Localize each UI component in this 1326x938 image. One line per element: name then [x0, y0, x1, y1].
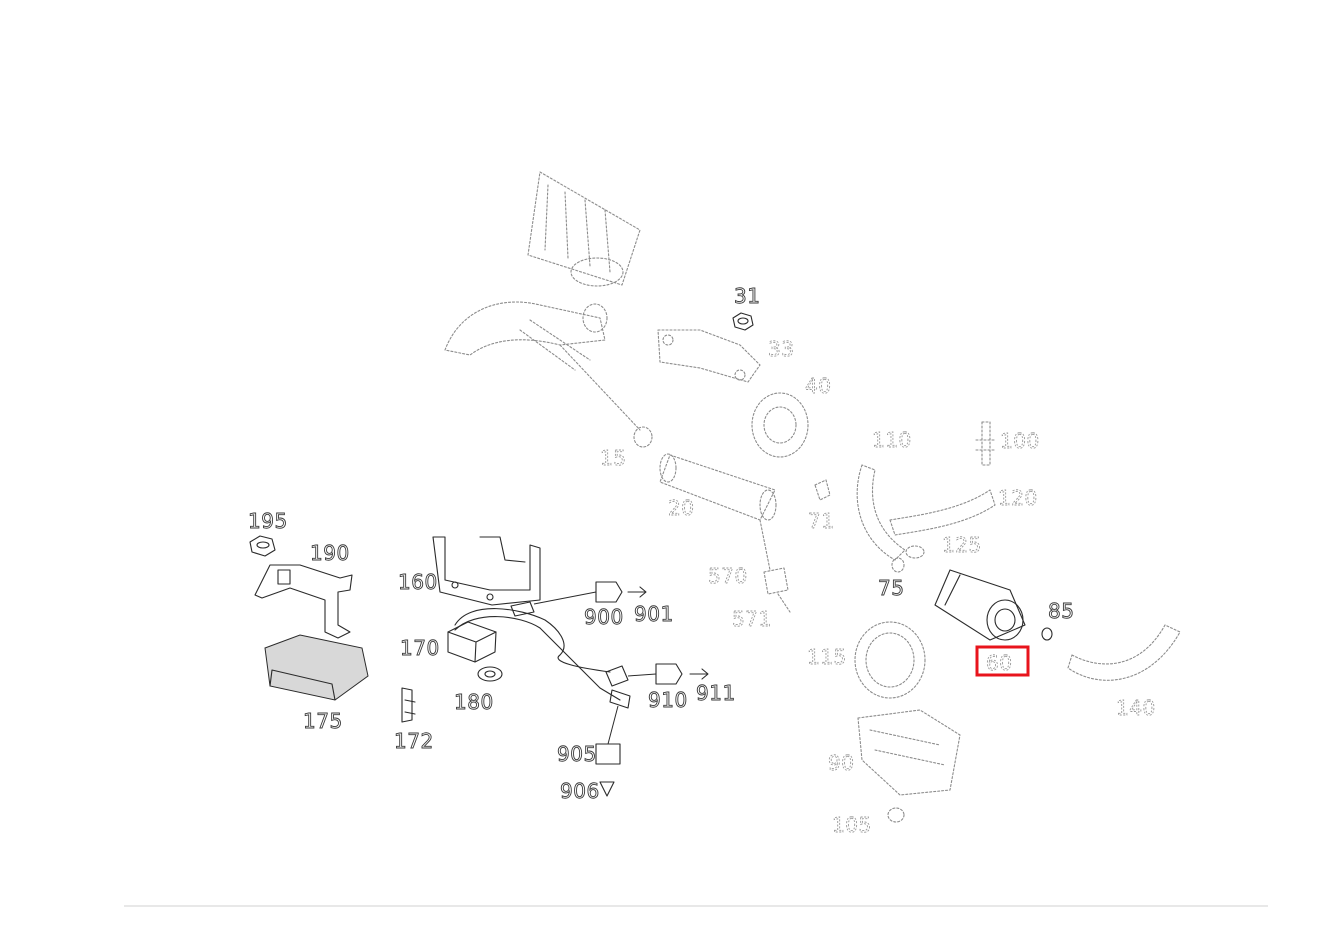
callout-571[interactable]: 571 [732, 607, 772, 632]
callout-175[interactable]: 175 [303, 709, 343, 734]
callout-901[interactable]: 901 [634, 602, 674, 627]
callout-195[interactable]: 195 [248, 509, 288, 534]
part-175-pad [264, 634, 369, 701]
part-90-pump-housing [857, 709, 961, 796]
callout-125[interactable]: 125 [942, 533, 982, 558]
callout-20[interactable]: 20 [668, 496, 695, 521]
part-190-bracket [254, 564, 353, 639]
part-100-fitting [975, 421, 997, 466]
part-570-connector [759, 519, 789, 595]
part-140-hose [1067, 624, 1181, 681]
callout-31[interactable]: 31 [734, 284, 761, 309]
callout-100[interactable]: 100 [1000, 429, 1040, 454]
part-60-fuel-pump [934, 569, 1026, 641]
callout-120[interactable]: 120 [998, 486, 1038, 511]
part-901-pin [627, 586, 647, 598]
callout-140[interactable]: 140 [1116, 696, 1156, 721]
part-170-module [447, 621, 497, 663]
part-195-nut [249, 535, 276, 557]
part-115-ring [854, 621, 926, 699]
callout-905[interactable]: 905 [557, 742, 597, 767]
part-906-pin [599, 781, 615, 797]
part-125-clamp [905, 545, 925, 559]
callout-85[interactable]: 85 [1048, 599, 1075, 624]
callout-570[interactable]: 570 [708, 564, 748, 589]
part-911-pin [689, 668, 709, 680]
part-85-seal [1041, 627, 1053, 641]
part-900-connector [533, 581, 623, 605]
callout-190[interactable]: 190 [310, 541, 350, 566]
callout-labels: 31 33 40 15 20 71 570 571 110 100 120 12… [248, 284, 1156, 838]
callout-115[interactable]: 115 [807, 645, 847, 670]
part-910-connector [627, 663, 683, 685]
part-571-terminal [777, 593, 791, 613]
callout-110[interactable]: 110 [872, 428, 912, 453]
part-40-collar [751, 392, 809, 458]
part-905-connector [595, 705, 621, 765]
part-33-bracket [657, 329, 761, 383]
callout-71[interactable]: 71 [808, 509, 835, 534]
callout-33[interactable]: 33 [768, 337, 795, 362]
wiring-harness [454, 601, 631, 709]
callout-105[interactable]: 105 [832, 813, 872, 838]
upper-intake-assembly [444, 171, 641, 431]
callout-90[interactable]: 90 [828, 751, 855, 776]
callout-40[interactable]: 40 [805, 374, 832, 399]
callout-911[interactable]: 911 [696, 681, 736, 706]
selected-part-highlight [975, 645, 1030, 677]
part-71-clip [814, 479, 831, 501]
part-180-grommet [477, 666, 503, 682]
callout-75[interactable]: 75 [878, 576, 905, 601]
part-172-clip [401, 687, 416, 723]
part-110-hose [856, 464, 906, 561]
callout-60[interactable]: 60 [986, 651, 1013, 676]
callout-906[interactable]: 906 [560, 779, 600, 804]
part-105-bolt [887, 807, 905, 823]
callout-170[interactable]: 170 [400, 636, 440, 661]
callout-910[interactable]: 910 [648, 688, 688, 713]
callout-180[interactable]: 180 [454, 690, 494, 715]
part-120-hose [889, 489, 996, 536]
callout-172[interactable]: 172 [394, 729, 434, 754]
part-15-clamp [633, 426, 653, 448]
callout-900[interactable]: 900 [584, 605, 624, 630]
part-75-clamp [891, 557, 905, 573]
callout-160[interactable]: 160 [398, 570, 438, 595]
part-160-bracket [432, 536, 541, 606]
callout-15[interactable]: 15 [600, 446, 627, 471]
part-31-nut [732, 312, 754, 331]
